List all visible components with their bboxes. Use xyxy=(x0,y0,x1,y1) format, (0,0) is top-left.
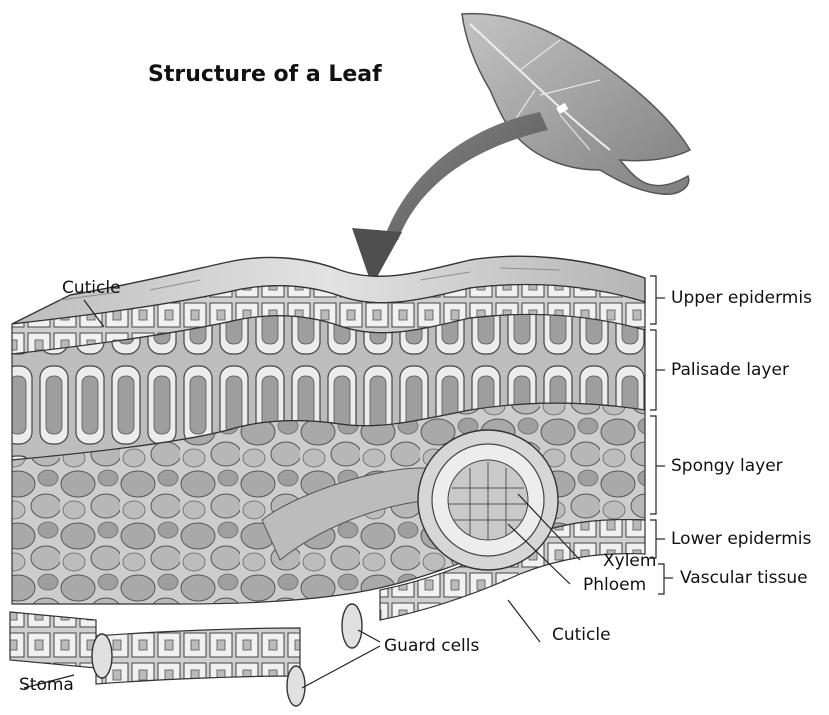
label-lower-epidermis: Lower epidermis xyxy=(671,531,811,548)
brackets xyxy=(650,276,673,594)
label-vascular-tissue: Vascular tissue xyxy=(680,570,808,587)
label-cuticle-top: Cuticle xyxy=(62,280,121,297)
label-spongy-layer: Spongy layer xyxy=(671,458,783,475)
leaf-cross-section xyxy=(10,256,645,706)
label-palisade-layer: Palisade layer xyxy=(671,362,789,379)
label-xylem: Xylem xyxy=(603,553,656,570)
label-cuticle-bottom: Cuticle xyxy=(552,627,611,644)
label-guard-cells: Guard cells xyxy=(384,638,479,655)
label-upper-epidermis: Upper epidermis xyxy=(671,290,812,307)
label-phloem: Phloem xyxy=(583,577,646,594)
diagram-title: Structure of a Leaf xyxy=(148,62,382,87)
leaf-icon xyxy=(462,14,690,195)
label-stoma: Stoma xyxy=(19,677,74,694)
